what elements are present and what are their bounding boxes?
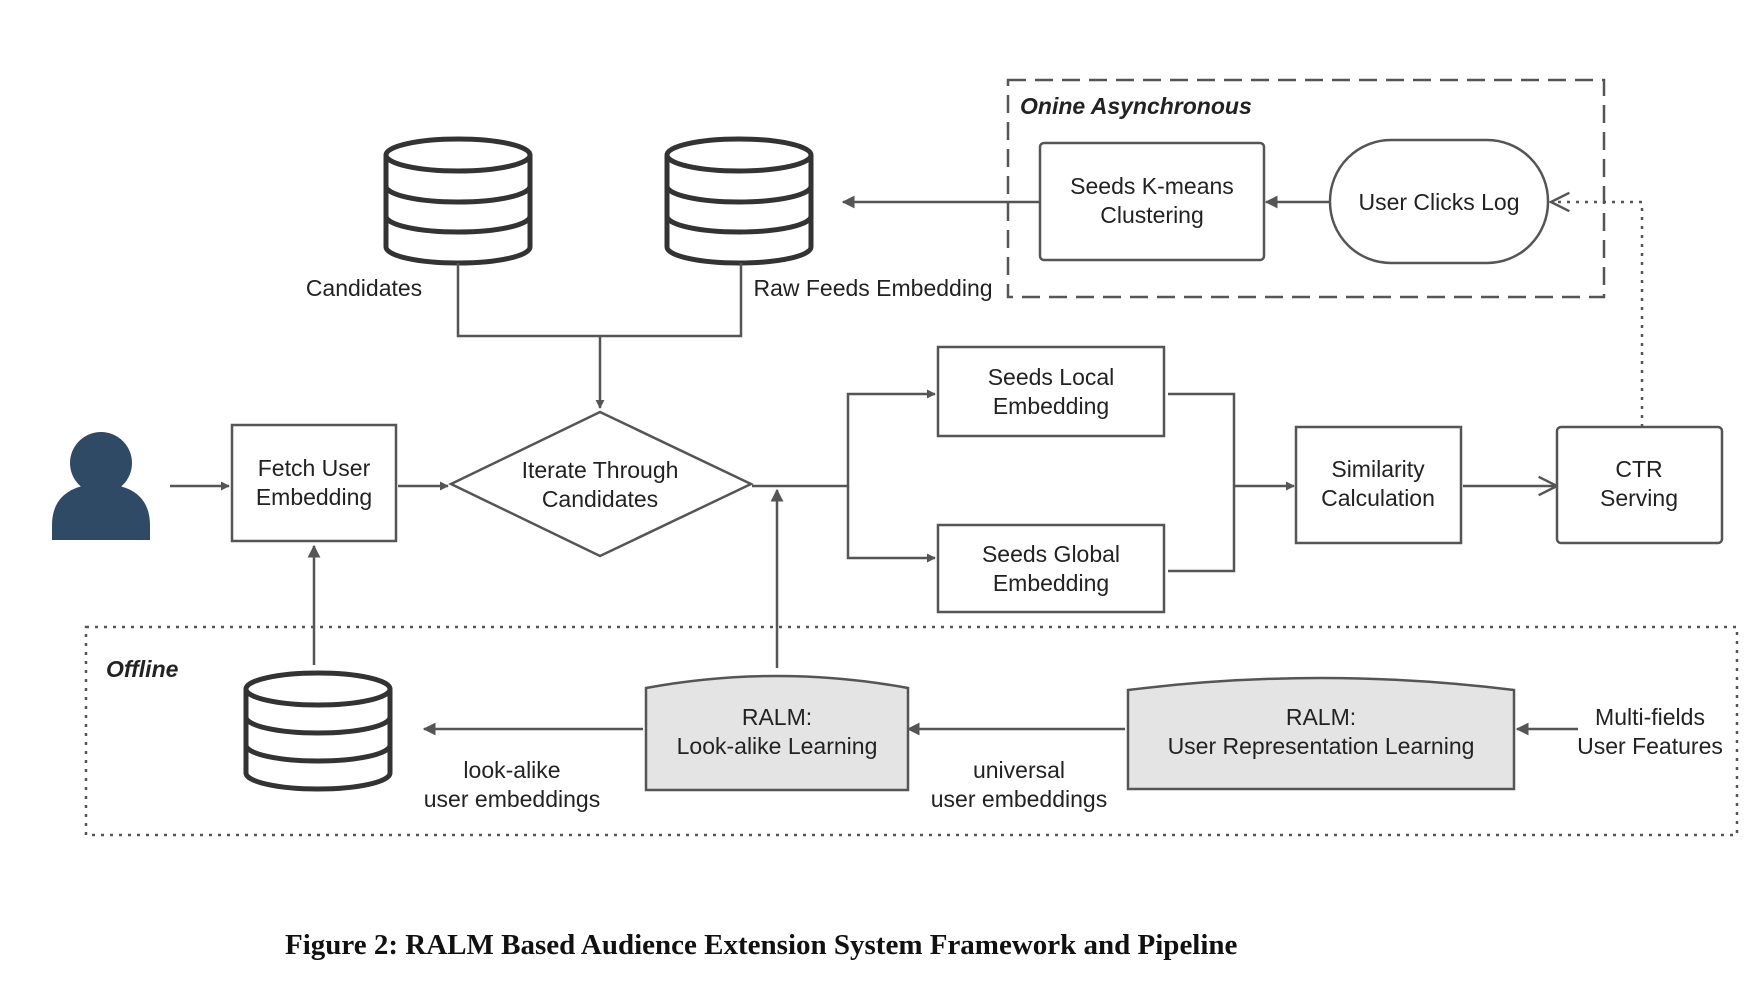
user-clicks-log-node: User Clicks Log — [1328, 138, 1550, 265]
ralm-user-representation-node: RALM: User Representation Learning — [1126, 676, 1516, 791]
multi-fields-label: Multi-fields — [1595, 704, 1705, 730]
ctr-serving-node: CTR Serving — [1555, 425, 1724, 545]
iterate-candidates-node: Iterate Through Candidates — [448, 410, 754, 558]
svg-text:Calculation: Calculation — [1321, 485, 1435, 511]
svg-text:Embedding: Embedding — [993, 393, 1109, 419]
lookalike-database-icon — [243, 670, 393, 792]
raw-feeds-database-icon — [664, 136, 814, 266]
svg-text:Embedding: Embedding — [256, 484, 372, 510]
edge-ctr-to-clicks-log — [1551, 202, 1644, 427]
svg-text:Seeds Local: Seeds Local — [988, 364, 1115, 390]
candidates-label: Candidates — [306, 275, 422, 301]
universal-embeddings-label-2: user embeddings — [931, 786, 1107, 812]
multi-fields-label-2: User Features — [1577, 733, 1723, 759]
edge-iterate-to-seeds-local — [752, 389, 936, 488]
similarity-calculation-node: Similarity Calculation — [1294, 425, 1463, 545]
universal-embeddings-label: universal — [973, 757, 1065, 783]
svg-text:Look-alike Learning: Look-alike Learning — [677, 733, 878, 759]
offline-group — [84, 625, 1739, 837]
user-icon — [52, 432, 150, 540]
lookalike-embeddings-label-2: user embeddings — [424, 786, 600, 812]
svg-text:Candidates: Candidates — [542, 486, 658, 512]
ralm-lookalike-learning-node: RALM: Look-alike Learning — [644, 674, 910, 792]
seeds-global-embedding-node: Seeds Global Embedding — [936, 523, 1166, 614]
seeds-local-embedding-node: Seeds Local Embedding — [936, 345, 1166, 438]
svg-text:Seeds Global: Seeds Global — [982, 541, 1120, 567]
offline-title: Offline — [106, 656, 179, 682]
seeds-kmeans-clustering-node: Seeds K-means Clustering — [1038, 141, 1266, 262]
svg-text:Embedding: Embedding — [993, 570, 1109, 596]
candidates-database-icon — [383, 136, 533, 266]
svg-text:Serving: Serving — [1600, 485, 1678, 511]
online-async-title: Onine Asynchronous — [1020, 93, 1252, 119]
svg-text:CTR: CTR — [1615, 456, 1662, 482]
fetch-user-embedding-node: Fetch User Embedding — [230, 423, 398, 543]
svg-text:Fetch User: Fetch User — [258, 455, 371, 481]
svg-text:Similarity: Similarity — [1331, 456, 1425, 482]
svg-text:User Representation Learning: User Representation Learning — [1168, 733, 1475, 759]
figure-caption: Figure 2: RALM Based Audience Extension … — [285, 929, 1238, 961]
edge-seeds-to-similarity — [1168, 392, 1294, 573]
raw-feeds-label: Raw Feeds Embedding — [753, 275, 992, 301]
online-async-group — [1006, 78, 1606, 299]
edge-iterate-to-seeds-global — [846, 486, 936, 563]
lookalike-embeddings-label: look-alike — [463, 757, 560, 783]
svg-text:Clustering: Clustering — [1100, 202, 1204, 228]
edge-stores-to-iterate — [456, 263, 743, 408]
svg-text:RALM:: RALM: — [1286, 704, 1356, 730]
svg-text:Seeds K-means: Seeds K-means — [1070, 173, 1234, 199]
svg-text:User Clicks Log: User Clicks Log — [1358, 189, 1519, 215]
svg-text:RALM:: RALM: — [742, 704, 812, 730]
svg-text:Iterate Through: Iterate Through — [522, 457, 679, 483]
